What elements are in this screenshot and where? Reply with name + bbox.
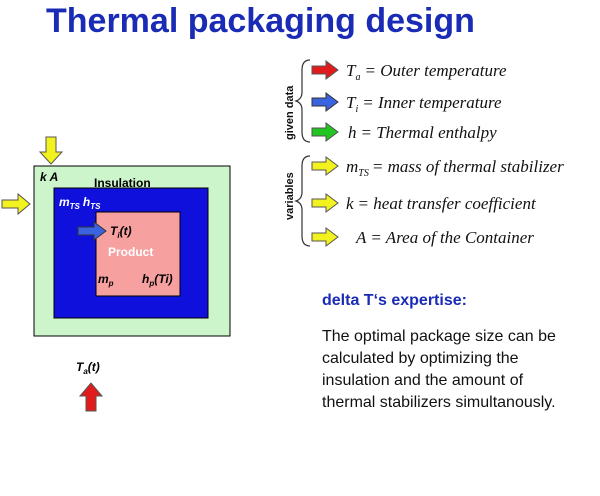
mp-label: mp: [98, 272, 114, 288]
variable-equation: k= heat transfer coefficient: [346, 194, 537, 213]
variable-row: mTS= mass of thermal stabilizer: [311, 156, 564, 179]
page-title: Thermal packaging design: [46, 2, 475, 40]
given-equation: h= Thermal enthalpy: [348, 123, 497, 142]
given-row: Ta= Outer temperature: [311, 60, 507, 83]
given-row: h= Thermal enthalpy: [311, 122, 497, 142]
arrow-up-icon: [78, 382, 104, 412]
brace-icon: [294, 155, 311, 247]
ta-label: Ta(t): [76, 360, 100, 376]
expertise-title: delta T‘s expertise:: [322, 292, 467, 309]
arrow-down-icon: [38, 136, 64, 165]
variable-row: A= Area of the Container: [311, 227, 534, 247]
insulation-label: Insulation: [94, 176, 151, 190]
variable-equation: A= Area of the Container: [355, 228, 534, 247]
variable-row: k= heat transfer coefficient: [311, 193, 537, 213]
arrow-right-icon: [1, 192, 31, 216]
brace-icon: [294, 59, 311, 143]
hp-label: hp(Ti): [142, 272, 173, 288]
arrow-right-icon: [77, 221, 107, 241]
arrow-right-icon: [311, 60, 339, 80]
ka-label: k A: [40, 170, 58, 184]
arrow-right-icon: [311, 156, 339, 176]
arrow-right-icon: [311, 193, 339, 213]
variable-equation: mTS= mass of thermal stabilizer: [346, 157, 564, 179]
given-equation: Ta= Outer temperature: [346, 61, 507, 83]
arrow-right-icon: [311, 122, 339, 142]
expertise-text: The optimal package size can be calculat…: [322, 328, 556, 411]
given-equation: Ti= Inner temperature: [346, 93, 502, 115]
given-row: Ti= Inner temperature: [311, 92, 502, 115]
product-label: Product: [108, 245, 153, 259]
arrow-right-icon: [311, 92, 339, 112]
ti-label: Ti(t): [110, 224, 132, 240]
variables-label: variables: [284, 172, 296, 220]
product-box: [95, 211, 181, 297]
given-data-label: given data: [284, 85, 296, 140]
arrow-right-icon: [311, 227, 339, 247]
